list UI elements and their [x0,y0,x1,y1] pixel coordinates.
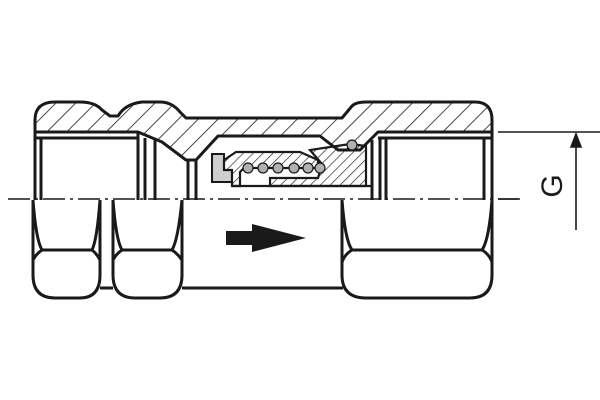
body-section-upper [33,100,494,200]
hex-nut-right [340,200,494,300]
hex-nut-left-1 [31,200,102,300]
dimension-g [498,131,600,230]
dimension-label-g: G [536,174,569,197]
spring-coils [242,139,358,174]
body-wall-hatched [33,100,494,162]
flow-direction-arrow-icon [226,224,306,252]
body-outline-lower [31,199,494,300]
arrowhead-icon [569,131,583,148]
hex-nut-left-2 [111,200,184,300]
